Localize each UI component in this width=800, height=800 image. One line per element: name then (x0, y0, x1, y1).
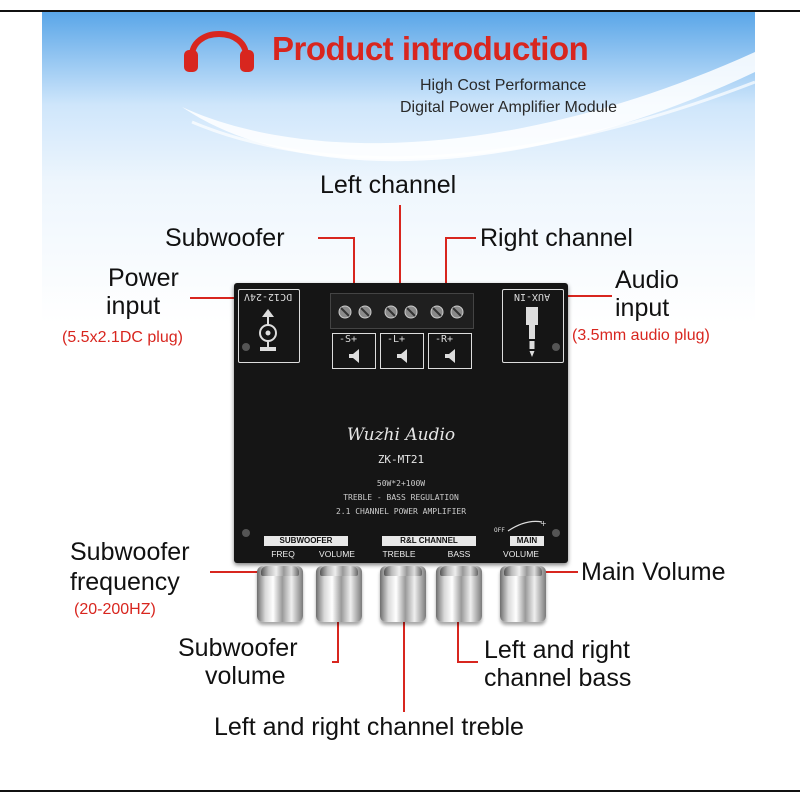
rl-channel-group-label: R&L CHANNEL (382, 536, 476, 546)
speaker-icons-row: -S+ -L+ -R+ (330, 333, 472, 369)
off-label: OFF (494, 527, 505, 534)
callout-main-volume: Main Volume (581, 558, 726, 586)
subwoofer-volume-knob[interactable] (316, 566, 362, 622)
svg-text:+: + (540, 519, 546, 528)
spec-line-3: 2.1 CHANNEL POWER AMPLIFIER (335, 507, 467, 516)
callout-sub-volume-line1: Subwoofer (178, 634, 298, 662)
main-volume-knob[interactable] (500, 566, 546, 622)
page-title: Product introduction (272, 30, 589, 67)
aux-label: AUX-IN (513, 291, 551, 302)
dc-input-box (238, 289, 300, 363)
knob-label-bass: BASS (447, 549, 471, 559)
left-terminal-box: -L+ (380, 333, 424, 369)
dc-plug-icon (259, 309, 277, 351)
bottom-border (0, 790, 800, 792)
headphones-icon (184, 31, 254, 72)
callout-subwoofer: Subwoofer (165, 224, 285, 252)
sub-terminal-box: -S+ (332, 333, 376, 369)
callout-sub-freq-note: (20-200HZ) (74, 601, 156, 618)
knob-label-treble: TREBLE (382, 549, 416, 559)
callout-audio-line2: input (615, 294, 670, 322)
subwoofer-group-label: SUBWOOFER (264, 536, 348, 546)
callout-treble: Left and right channel treble (214, 713, 524, 741)
callout-audio-line1: Audio (615, 266, 679, 294)
brand-name: Wuzhi Audio (346, 425, 456, 445)
swoosh-decoration (182, 52, 755, 162)
amplifier-board: DC12-24V AUX-IN -S+ (234, 283, 568, 563)
subtitle-line-1: High Cost Performance (420, 77, 587, 94)
right-terminal-label: -R+ (435, 334, 454, 345)
treble-knob[interactable] (380, 566, 426, 622)
dc-voltage-label: DC12-24V (243, 291, 293, 302)
subwoofer-frequency-knob[interactable] (257, 566, 303, 622)
spec-line-2: TREBLE - BASS REGULATION (343, 493, 459, 502)
right-terminal-box: -R+ (428, 333, 472, 369)
subtitle-line-2: Digital Power Amplifier Module (400, 99, 617, 116)
bass-knob[interactable] (436, 566, 482, 622)
model-number: ZK-MT21 (377, 453, 425, 466)
speaker-icon (397, 349, 407, 363)
mount-hole (552, 343, 560, 351)
callout-audio-note: (3.5mm audio plug) (572, 327, 710, 344)
terminal-block (330, 293, 474, 329)
knob-label-main-volume: VOLUME (503, 549, 539, 559)
audio-jack-icon (526, 307, 538, 357)
callout-power-line2: input (106, 292, 161, 320)
callout-left-channel: Left channel (320, 171, 457, 199)
callout-sub-volume-line2: volume (205, 662, 286, 690)
callout-sub-freq-line2: frequency (70, 568, 180, 596)
callout-power-line1: Power (108, 264, 179, 292)
top-border (0, 10, 800, 12)
callout-power-note: (5.5x2.1DC plug) (62, 329, 183, 346)
volume-ramp-icon: + (507, 519, 546, 532)
mount-hole (242, 529, 250, 537)
knob-label-freq: FREQ (271, 549, 295, 559)
main-group-label: MAIN (510, 536, 544, 546)
speaker-icon (349, 349, 359, 363)
speaker-icon (445, 349, 455, 363)
spec-line-1: 50W*2+100W (376, 479, 426, 488)
callout-right-channel: Right channel (480, 224, 633, 252)
sub-terminal-label: -S+ (339, 334, 358, 345)
callout-bass-line1: Left and right (484, 636, 630, 664)
left-terminal-label: -L+ (387, 334, 406, 345)
callout-sub-freq-line1: Subwoofer (70, 538, 190, 566)
aux-input-box (502, 289, 564, 363)
callout-bass-line2: channel bass (484, 664, 632, 692)
terminal-screws[interactable] (331, 294, 473, 328)
mount-hole (552, 529, 560, 537)
knob-label-sub-volume: VOLUME (319, 549, 355, 559)
mount-hole (242, 343, 250, 351)
